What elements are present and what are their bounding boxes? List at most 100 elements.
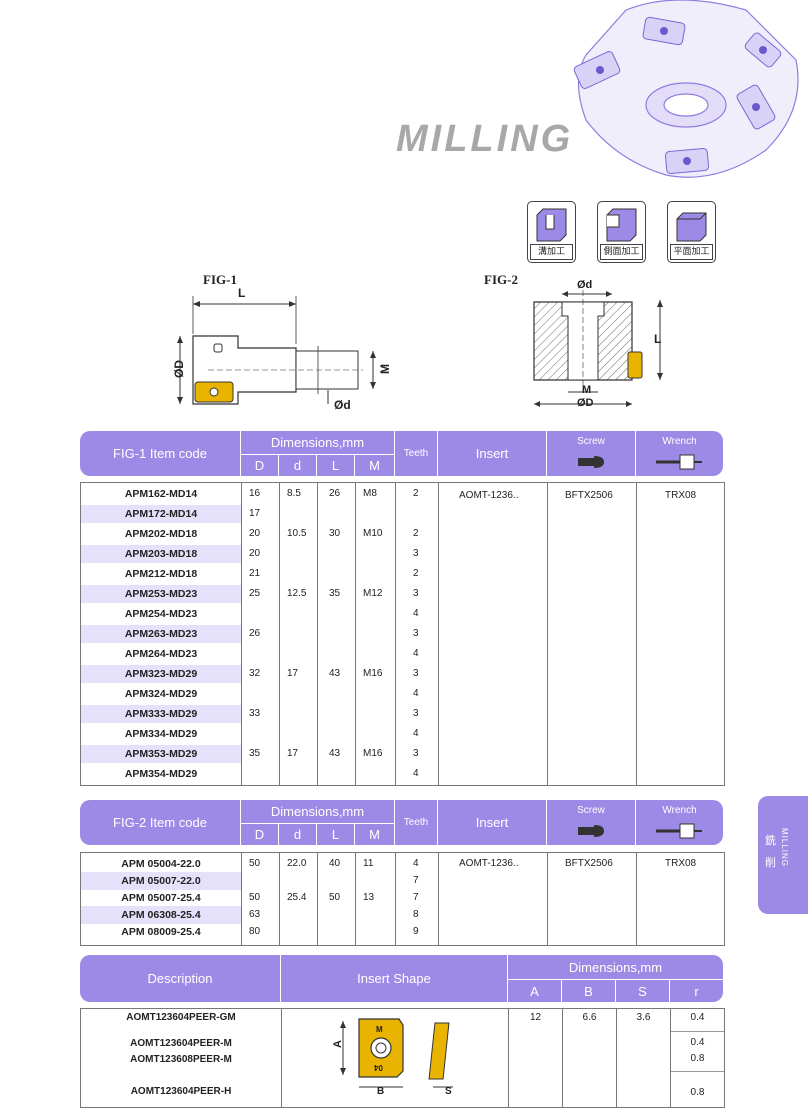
table-row: APM353-MD29 <box>81 745 241 763</box>
cell-L: 30 <box>329 528 341 539</box>
cell-D: 25 <box>249 588 261 599</box>
cell-L: 50 <box>329 892 341 903</box>
page-title: MILLING <box>396 118 574 160</box>
cell-D: 20 <box>249 528 261 539</box>
fig2-dim-M: M <box>582 384 592 396</box>
item-code: APM324-MD29 <box>124 688 198 700</box>
table3-body: AOMT123604PEER-GM AOMT123604PEER-M AOMT1… <box>80 1008 725 1108</box>
item-code: APM172-MD14 <box>81 505 241 523</box>
slot-milling-icon <box>536 208 567 242</box>
item-code: APM353-MD29 <box>81 745 241 763</box>
dim-r: 0.8 <box>690 1053 705 1064</box>
section-side-tab: 銑 削 MILLING <box>758 796 808 914</box>
list-item: AOMT123608PEER-M <box>130 1054 232 1065</box>
item-code: APM354-MD29 <box>124 768 198 780</box>
table-row: APM334-MD29 <box>81 725 241 743</box>
dim-A: 12 <box>529 1012 542 1023</box>
cell-D: 17 <box>249 508 261 519</box>
item-code: APM333-MD29 <box>81 705 241 723</box>
cell-teeth: 2 <box>413 488 419 499</box>
fig1-dim-L: L <box>238 286 246 300</box>
cell-D: 21 <box>249 568 261 579</box>
header-M: M <box>369 827 380 842</box>
cell-teeth: 4 <box>413 608 419 619</box>
header-d: d <box>293 458 302 473</box>
cell-teeth: 4 <box>413 858 419 869</box>
header-A: A <box>530 983 539 999</box>
header-L: L <box>331 458 340 473</box>
fig2-dim-L: L <box>654 332 662 346</box>
item-code: APM254-MD23 <box>124 608 198 620</box>
shape-label-A: A <box>331 1040 344 1048</box>
header-M: M <box>369 458 380 473</box>
cell-D: 35 <box>249 748 261 759</box>
fig1-dim-M: M <box>378 364 392 374</box>
table-row: APM264-MD23 <box>81 645 241 663</box>
insert-shape-drawing <box>340 1018 453 1088</box>
side-tab-en: MILLING <box>780 828 789 868</box>
cell-D: 50 <box>249 858 261 869</box>
cell-teeth: 3 <box>413 748 419 759</box>
header-wrench: Wrench <box>662 804 697 816</box>
header-screw: Screw <box>577 435 605 447</box>
cell-teeth: 2 <box>413 568 419 579</box>
face-mill-cutter-illustration <box>573 0 799 178</box>
header-r: r <box>694 983 699 999</box>
icon-caption: 平面加工 <box>670 244 713 260</box>
fig1-end-mill-drawing <box>177 296 376 405</box>
fig2-label: FIG-2 <box>484 272 518 287</box>
dim-r: 0.8 <box>690 1087 705 1098</box>
header-B: B <box>584 983 593 999</box>
cell-d: 10.5 <box>287 528 307 539</box>
item-code: APM 05007-25.4 <box>121 892 201 904</box>
item-code: APM 05004-22.0 <box>121 858 201 870</box>
header-d: d <box>293 827 302 842</box>
cell-M: M16 <box>363 748 383 759</box>
item-code: APM 08009-25.4 <box>121 926 201 938</box>
cell-d: 8.5 <box>287 488 301 499</box>
cell-teeth: 8 <box>413 909 419 920</box>
table1-insert: AOMT-1236.. <box>459 490 519 501</box>
dim-S: 3.6 <box>636 1012 651 1023</box>
header-wrench: Wrench <box>662 435 697 447</box>
cell-M: 11 <box>363 858 374 869</box>
face-milling-badge: 平面加工 <box>667 201 716 263</box>
icon-caption: 側面加工 <box>600 244 643 260</box>
fig2-dim-d: Ød <box>577 279 593 291</box>
fig1-dim-D: ØD <box>172 360 186 378</box>
screw-icon <box>578 825 604 837</box>
cell-d: 17 <box>287 748 299 759</box>
header-dimensions: Dimensions,mm <box>270 804 365 819</box>
cell-teeth: 3 <box>413 588 419 599</box>
header-description: Description <box>147 971 213 986</box>
shape-label-S: S <box>445 1086 452 1097</box>
item-code: APM212-MD18 <box>124 568 198 580</box>
item-code: APM334-MD29 <box>124 728 198 740</box>
side-milling-icon <box>606 208 637 242</box>
cell-D: 26 <box>249 628 261 639</box>
cell-L: 40 <box>329 858 341 869</box>
table2-header: FIG-2 Item code Dimensions,mm D d L M Te… <box>80 800 723 845</box>
header-item-code: FIG-1 Item code <box>113 446 207 461</box>
item-code: APM253-MD23 <box>81 585 241 603</box>
dim-B: 6.6 <box>582 1012 597 1023</box>
dim-r: 0.4 <box>690 1037 705 1048</box>
wrench-icon <box>656 823 702 839</box>
cell-L: 35 <box>329 588 341 599</box>
dim-r: 0.4 <box>690 1012 705 1023</box>
table-row: APM323-MD29 <box>81 665 241 683</box>
table-row: APM 05004-22.0 <box>81 855 241 873</box>
cell-D: 16 <box>249 488 261 499</box>
item-code: APM323-MD29 <box>81 665 241 683</box>
table-row: APM254-MD23 <box>81 605 241 623</box>
item-code: APM 05007-22.0 <box>81 872 241 890</box>
face-milling-icon <box>676 212 707 242</box>
screw-icon <box>578 456 604 468</box>
table2-insert: AOMT-1236.. <box>459 858 519 869</box>
header-dimensions: Dimensions,mm <box>568 959 663 975</box>
cell-L: 43 <box>329 748 341 759</box>
fig2-dim-D: ØD <box>577 397 594 409</box>
header-insert: Insert <box>475 446 509 461</box>
table-row: APM324-MD29 <box>81 685 241 703</box>
table1-header: FIG-1 Item code Dimensions,mm D d L M Te… <box>80 431 723 476</box>
